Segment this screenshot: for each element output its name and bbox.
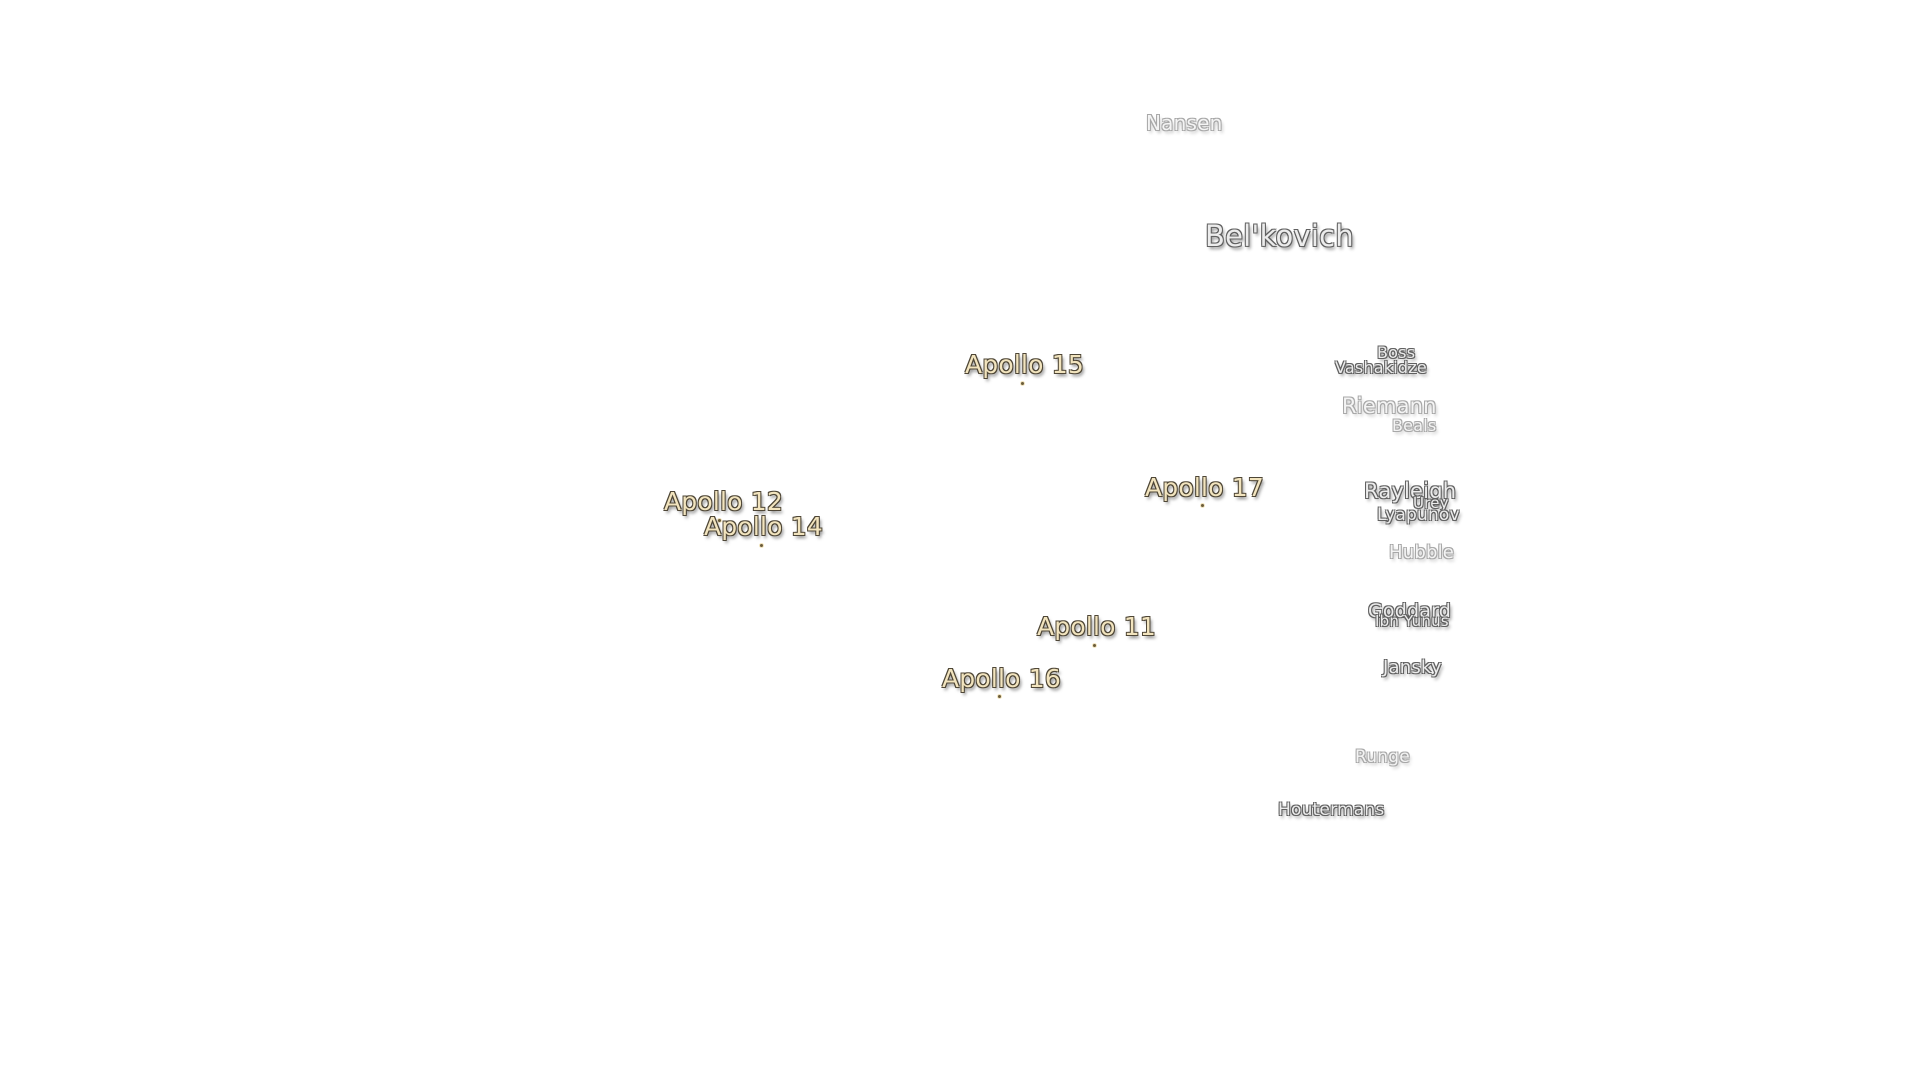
feature-label-beals: Beals	[1392, 416, 1437, 435]
landing-site-marker-apollo-12[interactable]	[717, 518, 722, 523]
landing-site-label-apollo-14[interactable]: Apollo 14	[704, 512, 824, 541]
landing-site-label-apollo-12[interactable]: Apollo 12	[664, 487, 784, 516]
feature-label-urey: Urey	[1413, 494, 1449, 512]
feature-label-lyapunov: Lyapunov	[1377, 505, 1460, 525]
feature-label-runge: Runge	[1355, 747, 1410, 767]
landing-site-marker-apollo-11[interactable]	[1092, 643, 1097, 648]
feature-label-jansky: Jansky	[1383, 657, 1442, 678]
landing-site-marker-apollo-14[interactable]	[759, 543, 764, 548]
feature-label-boss: Boss	[1377, 343, 1416, 362]
feature-label-goddard: Goddard	[1368, 600, 1452, 622]
landing-site-label-apollo-15[interactable]: Apollo 15	[965, 350, 1085, 379]
landing-site-marker-apollo-17[interactable]	[1200, 503, 1205, 508]
feature-label-riemann: Riemann	[1342, 394, 1437, 418]
feature-label-nansen: Nansen	[1146, 111, 1223, 135]
landing-site-marker-apollo-16[interactable]	[997, 694, 1002, 699]
feature-label-houtermans: Houtermans	[1278, 800, 1385, 820]
feature-label-rayleigh: Rayleigh	[1364, 479, 1457, 503]
landing-site-label-apollo-16[interactable]: Apollo 16	[942, 664, 1062, 693]
feature-label-vashakidze: Vashakidze	[1335, 358, 1427, 377]
landing-site-label-apollo-11[interactable]: Apollo 11	[1037, 612, 1157, 641]
landing-site-marker-apollo-15[interactable]	[1020, 381, 1025, 386]
landing-site-label-apollo-17[interactable]: Apollo 17	[1145, 473, 1265, 502]
feature-label-hubble: Hubble	[1389, 542, 1455, 563]
feature-label-belkovich: Bel'kovich	[1205, 219, 1354, 253]
feature-label-ibn-yunus: Ibn Yunus	[1375, 612, 1449, 630]
